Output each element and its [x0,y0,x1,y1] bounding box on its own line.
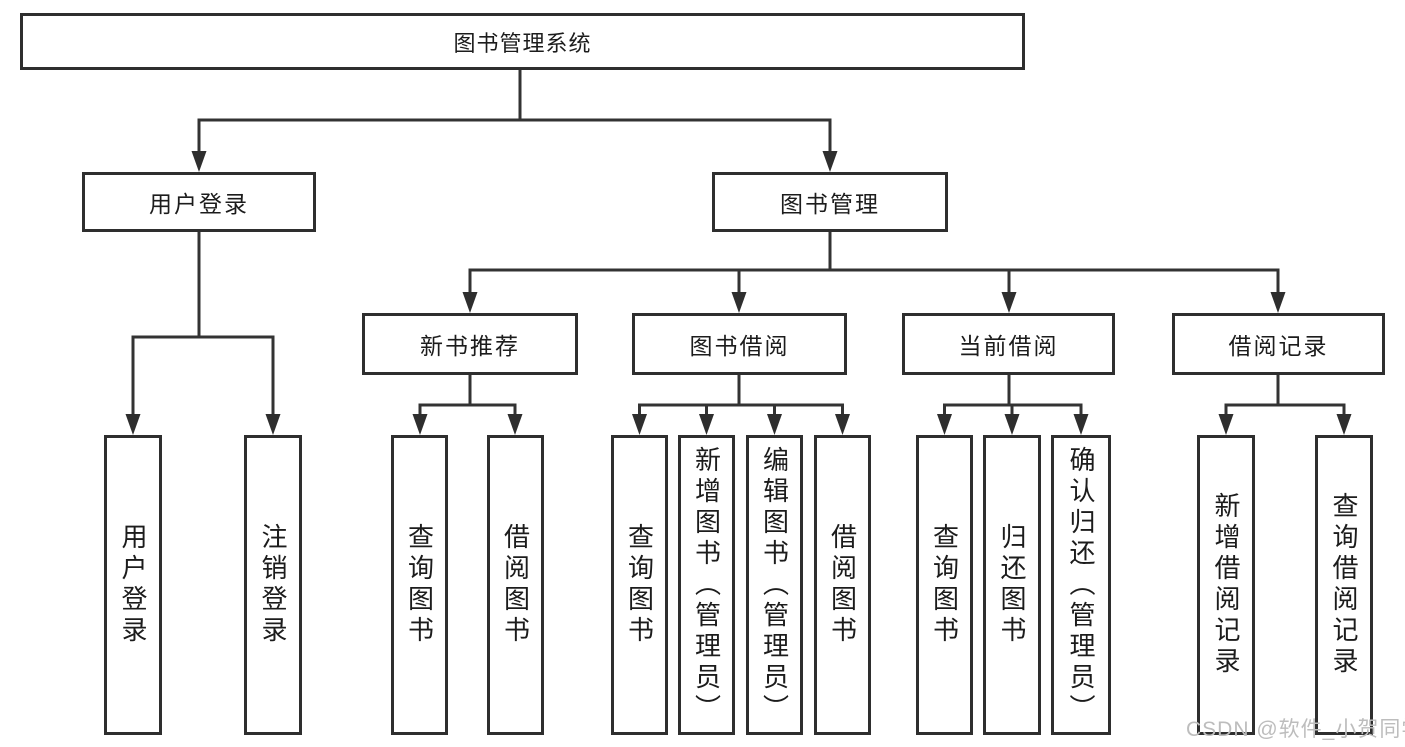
leaf-logout-label: 注销登录 [258,523,288,647]
node-book-management: 图书管理 [712,172,948,232]
node-current-borrow-label: 当前借阅 [958,333,1059,359]
leaf-add-borrow-record: 新增借阅记录 [1197,435,1255,735]
leaf-edit-book-admin: 编辑图书（管理员） [746,435,803,735]
node-library-system-label: 图书管理系统 [453,30,592,56]
leaf-query-books-borrow: 查询图书 [611,435,668,735]
leaf-query-borrow-record-label: 查询借阅记录 [1329,492,1359,678]
leaf-query-books-current: 查询图书 [916,435,973,735]
csdn-watermark: CSDN @软件_小贺同学 [1186,718,1405,741]
node-library-system: 图书管理系统 [20,13,1025,70]
leaf-borrow-books: 借阅图书 [814,435,871,735]
leaf-query-books-borrow-label: 查询图书 [624,523,655,647]
leaf-confirm-return-admin-label: 确认归还（管理员） [1066,445,1096,725]
node-book-management-label: 图书管理 [780,191,880,217]
leaf-query-books-recommend-label: 查询图书 [404,523,435,647]
leaf-add-book-admin-label: 新增图书（管理员） [691,445,722,725]
leaf-confirm-return-admin: 确认归还（管理员） [1051,435,1111,735]
leaf-borrow-books-recommend-label: 借阅图书 [500,523,531,647]
leaf-logout: 注销登录 [244,435,302,735]
leaf-add-borrow-record-label: 新增借阅记录 [1211,492,1241,678]
leaf-query-borrow-record: 查询借阅记录 [1315,435,1373,735]
leaf-edit-book-admin-label: 编辑图书（管理员） [759,445,790,725]
leaf-user-login: 用户登录 [104,435,162,735]
leaf-borrow-books-recommend: 借阅图书 [487,435,544,735]
leaf-query-books-current-label: 查询图书 [929,523,960,647]
node-current-borrow: 当前借阅 [902,313,1115,375]
node-book-borrow-label: 图书借阅 [689,333,790,359]
node-borrow-records: 借阅记录 [1172,313,1385,375]
leaf-return-book: 归还图书 [983,435,1041,735]
leaf-user-login-label: 用户登录 [118,523,148,647]
leaf-return-book-label: 归还图书 [997,523,1027,647]
leaf-query-books-recommend: 查询图书 [391,435,448,735]
node-user-login-label: 用户登录 [149,191,249,217]
node-user-login: 用户登录 [82,172,316,232]
leaf-borrow-books-label: 借阅图书 [827,523,858,647]
node-new-book-recommend: 新书推荐 [362,313,578,375]
node-borrow-records-label: 借阅记录 [1228,333,1329,359]
leaf-add-book-admin: 新增图书（管理员） [678,435,735,735]
node-book-borrow: 图书借阅 [632,313,847,375]
node-new-book-recommend-label: 新书推荐 [420,333,520,359]
